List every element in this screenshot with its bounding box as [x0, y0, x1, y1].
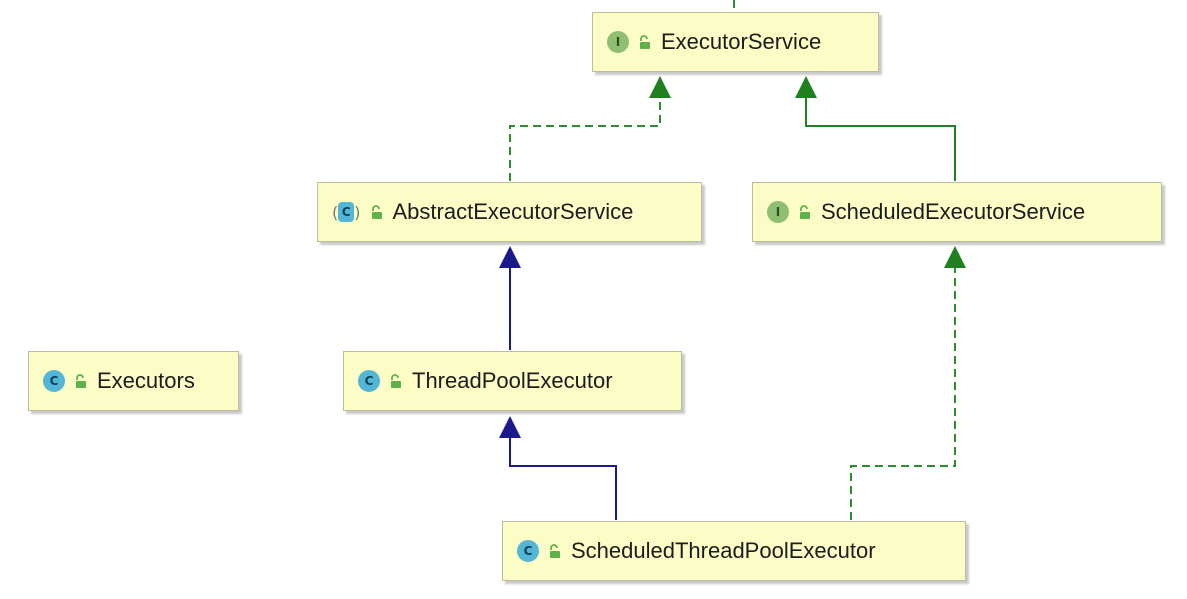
arrowhead-executor-service-right — [795, 76, 817, 98]
node-thread-pool-executor[interactable]: C ThreadPoolExecutor — [343, 351, 682, 411]
class-icon: C — [358, 370, 380, 392]
edge-scheduled-thread-pool-executor-implements-scheduled-executor-service — [850, 250, 956, 520]
class-name-label: ScheduledThreadPoolExecutor — [571, 538, 876, 563]
public-unlock-icon — [76, 373, 86, 388]
class-icon: C — [517, 540, 539, 562]
public-unlock-icon — [391, 373, 401, 388]
public-unlock-icon — [640, 34, 650, 49]
node-executor-service[interactable]: I ExecutorService — [592, 12, 879, 72]
abstract-class-icon: (C) — [332, 202, 361, 222]
public-unlock-icon — [550, 543, 560, 558]
class-name-label: ThreadPoolExecutor — [412, 368, 613, 393]
arrowhead-executor-service-left — [649, 76, 671, 98]
public-unlock-icon — [800, 204, 810, 219]
arrowhead-abstract-executor-service — [499, 246, 521, 268]
edge-scheduled-executor-service-extends-executor-service — [805, 78, 956, 181]
node-abstract-executor-service[interactable]: (C) AbstractExecutorService — [317, 182, 702, 242]
edge-abstract-executor-service-implements-executor-service — [509, 78, 661, 181]
public-unlock-icon — [371, 204, 382, 219]
class-name-label: Executors — [97, 368, 195, 393]
abstract-bracket-left: ( — [332, 202, 339, 222]
interface-icon: I — [767, 201, 789, 223]
node-executors[interactable]: C Executors — [28, 351, 239, 411]
node-scheduled-executor-service[interactable]: I ScheduledExecutorService — [752, 182, 1162, 242]
edge-scheduled-thread-pool-executor-extends-thread-pool-executor — [509, 418, 617, 520]
class-icon: C — [43, 370, 65, 392]
abstract-bracket-right: ) — [354, 202, 361, 222]
abstract-class-badge: C — [338, 202, 355, 222]
arrowhead-scheduled-executor-service — [944, 246, 966, 268]
interface-icon: I — [607, 31, 629, 53]
class-name-label: ExecutorService — [661, 29, 822, 54]
arrowhead-thread-pool-executor — [499, 416, 521, 438]
class-name-label: AbstractExecutorService — [392, 199, 634, 224]
node-scheduled-thread-pool-executor[interactable]: C ScheduledThreadPoolExecutor — [502, 521, 966, 581]
class-name-label: ScheduledExecutorService — [821, 199, 1086, 224]
